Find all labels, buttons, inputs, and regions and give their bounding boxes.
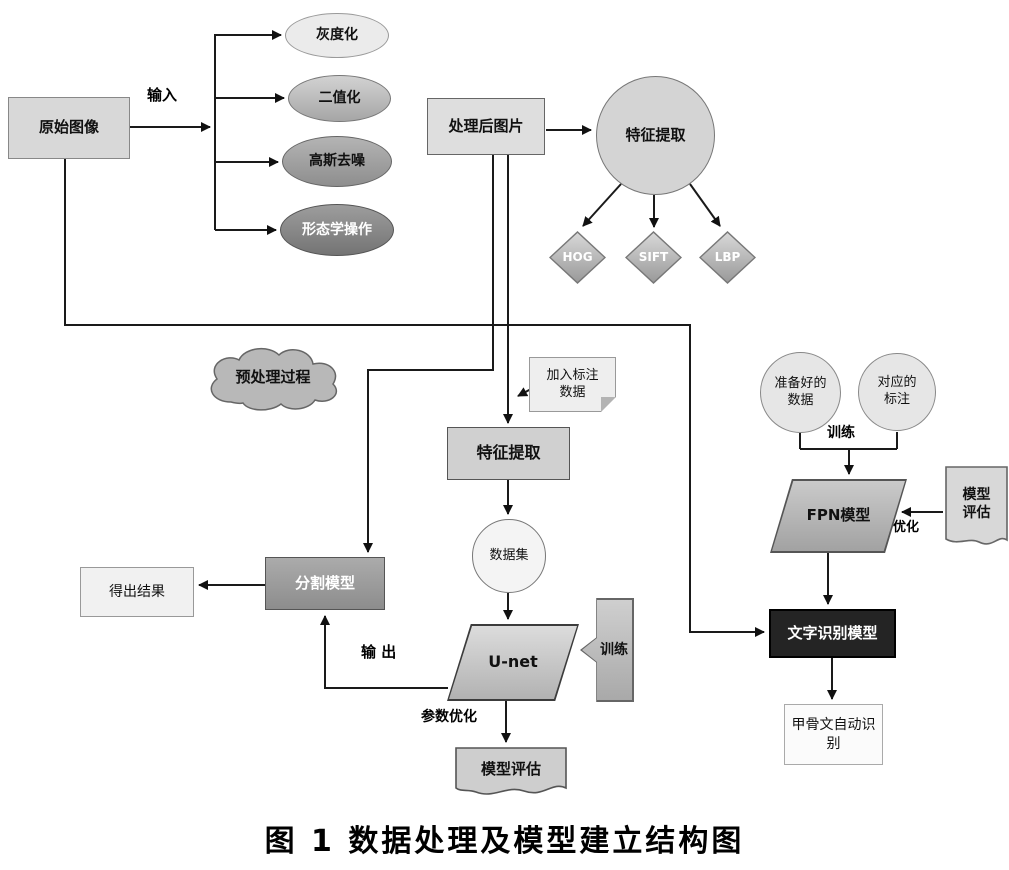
document-shape — [455, 747, 567, 795]
node-grayscale-label: 灰度化 — [316, 27, 358, 44]
node-feature-extraction-top: 特征提取 — [596, 76, 715, 195]
node-binarization: 二值化 — [288, 75, 391, 122]
node-gaussian-denoise-label: 高斯去噪 — [309, 153, 365, 170]
node-fpn-model-label: FPN模型 — [806, 506, 871, 525]
unet-parallelogram-fill — [449, 626, 577, 699]
node-binarization-label: 二值化 — [318, 90, 361, 107]
edge-label-output: 输 出 — [361, 643, 397, 661]
node-text-recognition-model-label: 文字识别模型 — [787, 623, 878, 642]
node-processed-image-label: 处理后图片 — [448, 116, 524, 135]
node-preprocessing-cloud: 预处理过程 — [198, 342, 348, 414]
node-model-eval-unet: 模型评估 — [455, 747, 567, 802]
node-unet-label: U-net — [488, 652, 538, 672]
node-original-image-label: 原始图像 — [38, 118, 99, 137]
node-result-label: 得出结果 — [109, 583, 165, 600]
edge-original-to-text-recognition — [64, 159, 765, 637]
node-add-annotation-note-label: 加入标注 数据 — [546, 367, 599, 400]
edge-label-optimize: 优化 — [893, 520, 920, 535]
node-original-image: 原始图像 — [8, 97, 130, 159]
node-feature-extraction-mid-label: 特征提取 — [476, 443, 541, 463]
node-model-eval-fpn-label: 模型 评估 — [962, 486, 991, 521]
node-lbp: LBP — [699, 231, 756, 284]
node-train-tag-label: 训练 — [600, 641, 628, 658]
edge-processed-to-segmentation — [363, 155, 494, 553]
node-corresponding-annotation-label: 对应的 标注 — [877, 375, 917, 407]
node-feature-extraction-mid: 特征提取 — [447, 427, 570, 480]
node-lbp-label: LBP — [714, 249, 741, 264]
node-oracle-auto-recognition: 甲骨文自动识 别 — [784, 704, 883, 765]
node-processed-image: 处理后图片 — [427, 98, 545, 155]
node-morphology-label: 形态学操作 — [302, 221, 372, 238]
fpn-parallelogram-fill — [772, 481, 905, 551]
node-train-tag: 训练 — [580, 598, 634, 702]
node-model-eval-fpn: 模型 评估 — [945, 466, 1008, 556]
node-feature-extraction-top-label: 特征提取 — [625, 125, 686, 144]
node-unet: U-net — [447, 624, 579, 701]
node-segmentation-model: 分割模型 — [265, 557, 385, 610]
note-fold-flap — [601, 397, 616, 412]
edge-label-input: 输入 — [147, 86, 178, 104]
node-fpn-model: FPN模型 — [770, 479, 907, 553]
node-text-recognition-model: 文字识别模型 — [769, 609, 896, 658]
node-result: 得出结果 — [80, 567, 194, 617]
node-segmentation-model-label: 分割模型 — [294, 573, 355, 592]
edge-label-param-optimization: 参数优化 — [421, 709, 477, 725]
node-model-eval-unet-label: 模型评估 — [480, 759, 541, 778]
cloud-shape — [210, 348, 338, 411]
node-add-annotation-note: 加入标注 数据 — [529, 357, 616, 412]
edge-circle-to-lbp — [689, 183, 721, 227]
node-sift-label: SIFT — [638, 249, 669, 264]
node-morphology: 形态学操作 — [280, 204, 394, 256]
node-prepared-data: 准备好的 数据 — [760, 352, 841, 433]
node-prepared-data-label: 准备好的 数据 — [774, 375, 827, 408]
node-dataset-label: 数据集 — [489, 547, 529, 563]
node-dataset: 数据集 — [472, 519, 546, 593]
edge-label-train: 训练 — [827, 425, 855, 441]
node-gaussian-denoise: 高斯去噪 — [282, 136, 392, 187]
node-grayscale: 灰度化 — [285, 13, 389, 58]
node-hog: HOG — [549, 231, 606, 284]
node-corresponding-annotation: 对应的 标注 — [858, 353, 936, 431]
document-shape-tall — [945, 466, 1008, 545]
node-oracle-auto-recognition-label: 甲骨文自动识 别 — [791, 717, 876, 752]
node-preprocessing-cloud-label: 预处理过程 — [235, 368, 311, 387]
node-hog-label: HOG — [562, 249, 593, 264]
figure-caption: 图 1 数据处理及模型建立结构图 — [264, 824, 745, 859]
node-sift: SIFT — [625, 231, 682, 284]
edge-circle-to-hog — [582, 183, 622, 227]
